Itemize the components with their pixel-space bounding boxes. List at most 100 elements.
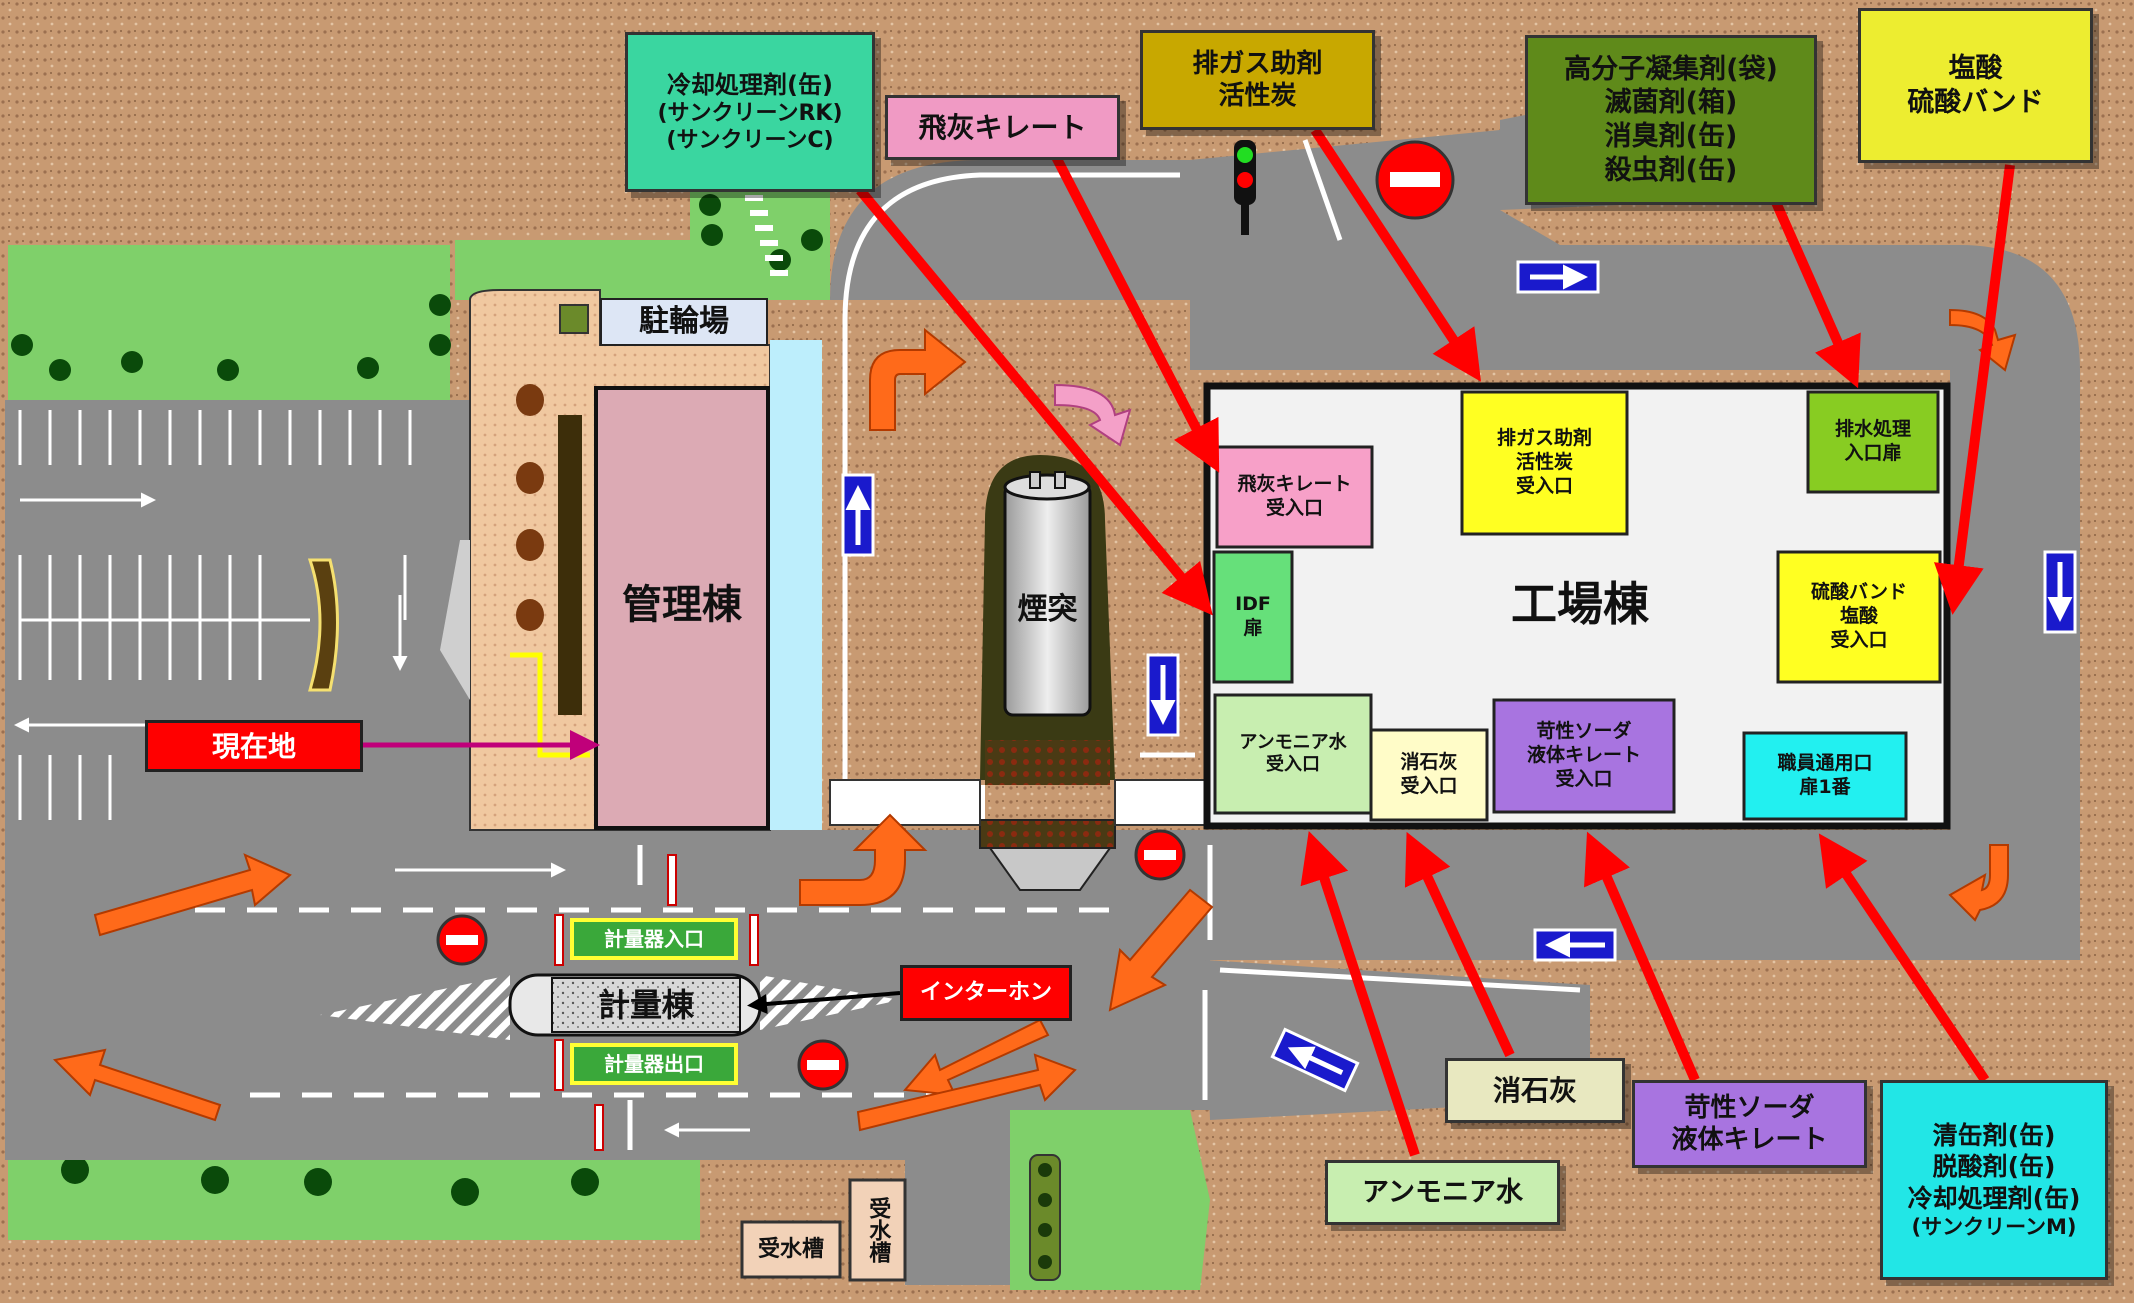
inlet-staff-shape xyxy=(1742,731,1908,821)
callout-soda-line-1: 苛性ソーダ xyxy=(1684,1092,1815,1123)
fence-left xyxy=(829,779,981,826)
chimney-planter xyxy=(985,740,1110,785)
bottom-planter xyxy=(1029,1154,1061,1281)
callout-cooling-line-3: (サンクリーンC) xyxy=(666,128,834,153)
footpath-steps xyxy=(745,195,788,276)
callout-exhaust-line-2: 活性炭 xyxy=(1218,81,1297,111)
inlet-acid-line-3: 受入口 xyxy=(1830,628,1888,651)
inlet-acid-line-1: 硫酸バンド xyxy=(1811,581,1907,604)
boom-gates xyxy=(554,854,759,1151)
inlet-idf: IDF 扉 xyxy=(1214,552,1292,682)
inlet-soda-line-1: 苛性ソーダ xyxy=(1536,720,1632,743)
inlet-lime-shape xyxy=(1369,728,1489,822)
inlet-acid: 硫酸バンド 塩酸 受入口 xyxy=(1778,552,1940,682)
weighing-exit: 計量器出口 xyxy=(570,1043,738,1085)
traffic-light-icon xyxy=(1234,140,1256,235)
no-entry-icon xyxy=(1375,140,1455,220)
inlet-idf-line-2: 扉 xyxy=(1243,617,1263,639)
grass-area-top xyxy=(455,240,830,300)
current-location-label: 現在地 xyxy=(211,729,296,763)
callout-cleaning-line-1: 清缶剤(缶) xyxy=(1932,1121,2056,1150)
callout-cleaning: 清缶剤(缶) 脱酸剤(缶) 冷却処理剤(缶) (サンクリーンM) xyxy=(1880,1080,2108,1280)
inlet-soda: 苛性ソーダ 液体キレート 受入口 xyxy=(1494,700,1674,812)
parking-stalls xyxy=(18,410,412,820)
callout-polymer-line-1: 高分子凝集剤(袋) xyxy=(1564,53,1778,85)
callout-cooling-agent: 冷却処理剤(缶) (サンクリーンRK) (サンクリーンC) xyxy=(625,32,875,192)
callout-polymer-line-3: 消臭剤(缶) xyxy=(1604,121,1738,152)
one-way-arrow-icon xyxy=(2043,550,2077,634)
inlet-acid-line-2: 塩酸 xyxy=(1839,605,1878,628)
weighing-exit-label: 計量器出口 xyxy=(604,1051,704,1076)
parking-island xyxy=(307,558,339,692)
callout-exhaust-line-1: 排ガス助剤 xyxy=(1192,48,1323,79)
south-road xyxy=(700,1145,1010,1285)
inlet-lime-line-1: 消石灰 xyxy=(1400,751,1458,774)
callout-ammonia-label: アンモニア水 xyxy=(1362,1176,1523,1208)
inlet-ammonia-line-2: 受入口 xyxy=(1266,754,1320,775)
admin-building-label: 管理棟 xyxy=(622,582,742,628)
chimney-planter-lower xyxy=(979,819,1116,849)
admin-building: 管理棟 xyxy=(596,560,768,650)
grass-area-top-left xyxy=(8,245,450,400)
inlet-soda-shape xyxy=(1492,698,1676,814)
admin-ramp xyxy=(440,540,470,700)
inlet-idf-shape xyxy=(1212,550,1294,684)
inlet-soda-line-2: 液体キレート xyxy=(1526,744,1641,767)
callout-soda-line-2: 液体キレート xyxy=(1671,1125,1828,1155)
direction-arrow-icon xyxy=(52,308,2017,1132)
inlet-ammonia-line-1: アンモニア水 xyxy=(1239,731,1347,753)
callout-cooling-line-2: (サンクリーンRK) xyxy=(657,100,843,126)
inlet-staff-line-1: 職員通用口 xyxy=(1777,752,1873,775)
callout-slaked-lime: 消石灰 xyxy=(1445,1058,1625,1123)
callout-cleaning-line-3: 冷却処理剤(缶) xyxy=(1907,1183,2081,1213)
factory-building-label: 工場棟 xyxy=(1511,577,1649,632)
trees xyxy=(11,194,823,1206)
walking-route xyxy=(510,652,590,758)
intercom-badge: インターホン xyxy=(900,965,1072,1021)
hatched-zone-left xyxy=(320,975,510,1040)
callout-lime-label: 消石灰 xyxy=(1492,1074,1577,1107)
callout-caustic-soda: 苛性ソーダ 液体キレート xyxy=(1632,1080,1867,1168)
inlet-fly-ash-shape xyxy=(1215,445,1374,549)
inlet-idf-line-1: IDF xyxy=(1235,593,1271,616)
hatched-zone-right xyxy=(760,975,900,1030)
callout-acid-line-1: 塩酸 xyxy=(1948,52,2003,84)
indicator-arrows xyxy=(856,127,2015,1157)
callout-cleaning-line-4: (サンクリーンM) xyxy=(1911,1214,2077,1239)
fence-right xyxy=(1114,779,1211,826)
callout-polymer-line-2: 滅菌剤(箱) xyxy=(1604,87,1738,119)
callout-polymer-line-4: 殺虫剤(缶) xyxy=(1604,154,1738,186)
one-way-arrow-icon xyxy=(1533,928,1617,962)
one-way-arrow-icon xyxy=(1146,653,1180,737)
one-way-arrow-icon xyxy=(841,473,875,557)
inlet-exhaust-shape xyxy=(1460,390,1629,536)
inlet-exhaust-line-2: 活性炭 xyxy=(1515,451,1573,474)
water-channel xyxy=(770,340,822,830)
weighing-entrance: 計量器入口 xyxy=(570,918,738,960)
inlet-staff-line-2: 扉1番 xyxy=(1799,776,1851,798)
water-tank-2: 受水槽 xyxy=(850,1180,905,1280)
callout-exhaust-agent: 排ガス助剤 活性炭 xyxy=(1140,30,1375,130)
inlet-lime-line-2: 受入口 xyxy=(1400,775,1458,797)
intercom-pointer xyxy=(747,991,901,1014)
water-tank-1-shape xyxy=(740,1220,842,1279)
no-entry-icon xyxy=(436,914,488,966)
water-tank-1-label: 受水槽 xyxy=(757,1236,824,1262)
inlet-soda-line-3: 受入口 xyxy=(1555,767,1613,790)
water-tank-2-shape xyxy=(848,1178,907,1282)
callout-cooling-line-1: 冷却処理剤(缶) xyxy=(667,70,833,99)
weighbridge-label: 計量棟 xyxy=(597,986,694,1024)
inlet-fly-ash-line-1: 飛灰キレート xyxy=(1237,473,1352,496)
callout-fly-ash-label: 飛灰キレート xyxy=(918,111,1087,144)
parking-flow-arrows xyxy=(13,492,750,1138)
inlet-ammonia: アンモニア水 受入口 xyxy=(1215,695,1371,813)
water-tank-2-label: 受水槽 xyxy=(865,1197,891,1263)
inlet-acid-shape xyxy=(1776,550,1942,684)
inlet-wastewater-line-2: 入口扉 xyxy=(1844,442,1902,464)
grass-area-bottom xyxy=(8,1145,700,1240)
callout-acid: 塩酸 硫酸バンド xyxy=(1858,8,2093,163)
callout-polymer: 高分子凝集剤(袋) 滅菌剤(箱) 消臭剤(缶) 殺虫剤(缶) xyxy=(1525,35,1817,205)
inlet-fly-ash: 飛灰キレート 受入口 xyxy=(1217,447,1372,547)
inlet-wastewater-line-1: 排水処理 xyxy=(1834,418,1911,441)
weighbridge: 計量棟 xyxy=(552,980,740,1030)
